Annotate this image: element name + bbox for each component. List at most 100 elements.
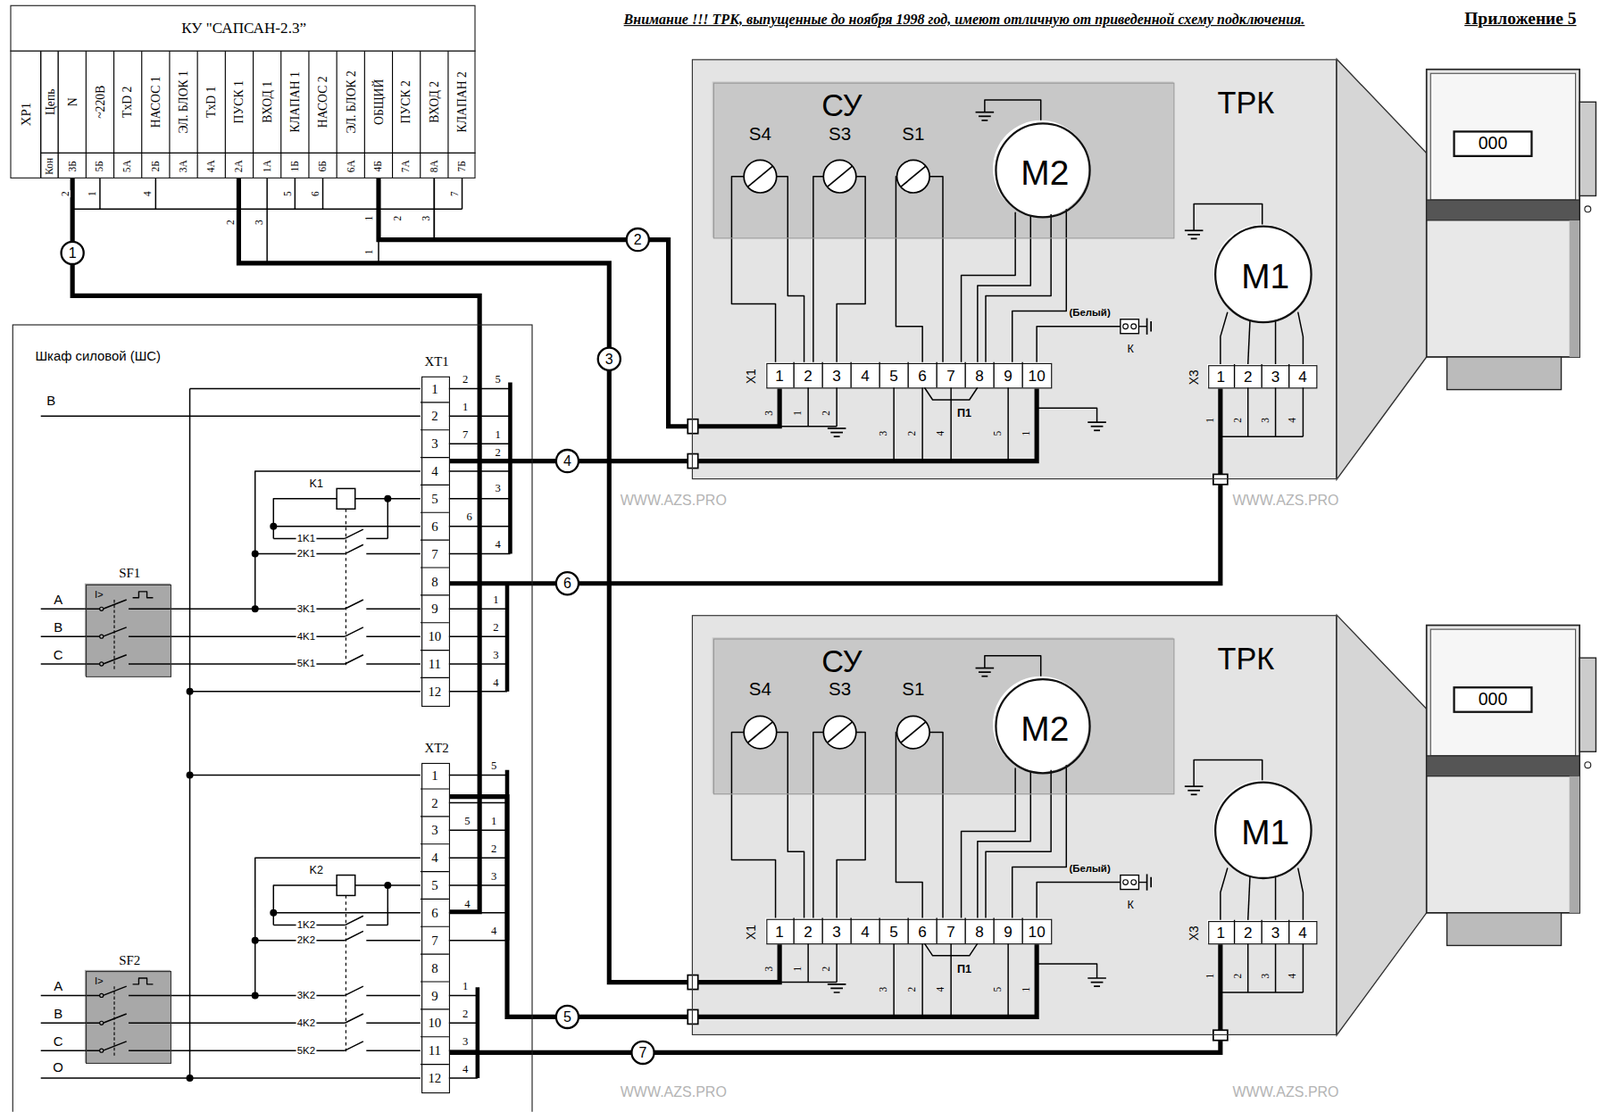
cable-bundle <box>508 383 513 555</box>
terminal-number: 5 <box>431 879 438 893</box>
wire-number: 6 <box>309 190 320 198</box>
cable-number: 3 <box>597 347 622 372</box>
wire-number: 3 <box>421 215 432 223</box>
wire-number: 2 <box>392 215 403 223</box>
wire-number: 3 <box>1259 973 1270 981</box>
terminal-number: 2 <box>803 366 813 383</box>
breaker-pole <box>128 635 171 637</box>
terminal-divider <box>420 1008 450 1010</box>
shape-fill <box>765 918 1051 945</box>
terminal-divider <box>1288 364 1290 388</box>
terminal-number: 4 <box>860 923 870 939</box>
breaker-pole <box>100 1021 104 1025</box>
wire <box>190 388 421 390</box>
wire <box>921 387 923 461</box>
wire <box>255 858 421 996</box>
wire <box>892 387 894 461</box>
breaker-pole <box>128 608 171 610</box>
cable-gland <box>687 419 698 434</box>
wire <box>1298 868 1304 921</box>
terminal-divider <box>1233 920 1235 944</box>
connector-symbol <box>1146 318 1149 335</box>
breaker-pole <box>84 995 100 997</box>
table-line <box>9 50 475 51</box>
wire-color: (Белый) <box>1068 864 1110 875</box>
watermark: WWW.AZS.PRO <box>1232 492 1339 508</box>
breaker-pole <box>100 993 104 998</box>
terminal-divider <box>420 429 450 431</box>
ground-symbol <box>1191 238 1198 241</box>
wire-number: 1 <box>364 215 375 223</box>
cable <box>450 388 1037 461</box>
wire <box>961 212 1017 363</box>
contact-name: 5K1 <box>296 658 317 669</box>
ground-symbol <box>1184 785 1204 788</box>
pin-name: Кон <box>44 158 55 175</box>
ground-symbol <box>1091 982 1104 984</box>
terminal-divider <box>1021 362 1023 389</box>
node-title: X3 <box>1187 925 1200 942</box>
terminal-divider <box>907 362 909 389</box>
wire <box>950 943 951 1017</box>
terminal-divider <box>1288 920 1290 944</box>
connector-symbol <box>1131 324 1137 330</box>
wire <box>1220 312 1228 365</box>
ground-symbol <box>1191 793 1198 796</box>
relay-name: K2 <box>309 865 324 877</box>
terminal-number: 3 <box>431 437 438 451</box>
relay-name: K1 <box>309 477 324 490</box>
phase-label: B <box>53 1008 63 1022</box>
wire <box>1036 964 1097 979</box>
switch-symbol <box>748 166 773 187</box>
switch-symbol <box>900 722 925 743</box>
breaker-linkage <box>113 600 115 670</box>
terminal-number: 6 <box>431 906 438 920</box>
switch-name: S3 <box>828 124 851 143</box>
wire-number: 5 <box>283 190 293 198</box>
wire <box>99 178 100 209</box>
motor-circle: M2 <box>994 678 1091 775</box>
dispenser-shade <box>1569 220 1580 358</box>
terminal-divider <box>935 918 937 945</box>
dispenser-shade <box>1569 776 1580 914</box>
terminal-divider <box>420 512 450 514</box>
wire <box>1012 208 1067 362</box>
wire-number: 1 <box>461 981 470 993</box>
wire-number: 2 <box>461 374 470 386</box>
wire <box>155 178 157 209</box>
shape-fill <box>691 58 1337 480</box>
terminal-divider <box>420 1064 450 1066</box>
switch-symbol <box>743 716 777 750</box>
terminal-divider <box>935 362 937 389</box>
wire <box>779 982 837 984</box>
display-digits: 000 <box>1478 134 1508 152</box>
fills <box>9 5 1596 1112</box>
wire-number: 2 <box>491 622 500 634</box>
relay-contact <box>344 529 364 539</box>
breaker-pole <box>84 1050 100 1051</box>
shape-fill <box>992 120 1089 217</box>
note: Внимание !!! ТРК, выпущенные до ноября 1… <box>576 10 1353 31</box>
node-title: SF2 <box>118 953 141 967</box>
wire-number: 3 <box>878 986 889 994</box>
wire <box>1007 387 1009 461</box>
wire <box>1248 320 1250 365</box>
wire <box>449 995 478 997</box>
wire <box>433 178 435 241</box>
connector-symbol <box>1131 880 1137 886</box>
cable <box>450 797 1037 1018</box>
breaker-pole <box>128 995 171 997</box>
shape-fill <box>765 362 1051 389</box>
junction-dot <box>186 688 194 696</box>
terminal-divider <box>420 981 450 983</box>
watermark: WWW.AZS.PRO <box>620 492 727 508</box>
phase-label: B <box>46 394 56 409</box>
switch-symbol <box>900 166 925 187</box>
ground-symbol <box>1091 425 1104 428</box>
contact-name: 4K2 <box>296 1018 317 1029</box>
control-unit: СУM2 <box>713 638 1175 795</box>
node-title: X1 <box>744 368 758 384</box>
node-title: ТРК <box>1217 87 1275 118</box>
wire-number: 4 <box>493 539 502 551</box>
terminal-number: 1 <box>431 768 438 783</box>
